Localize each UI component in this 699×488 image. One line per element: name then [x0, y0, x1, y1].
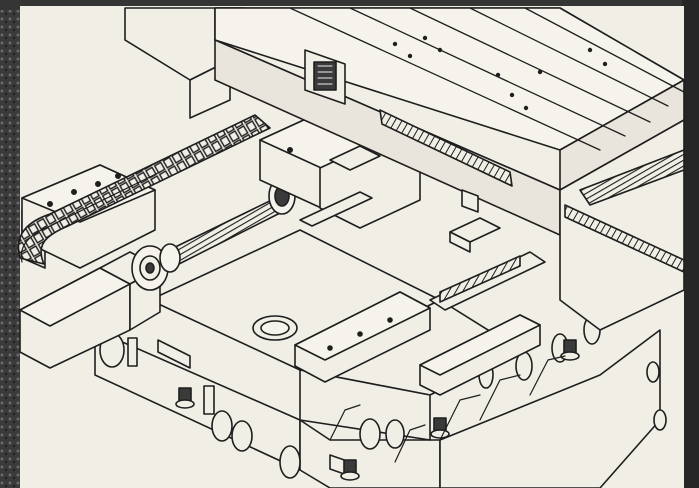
gear-rack [379, 109, 513, 187]
servo-motor [19, 245, 169, 369]
coolant-port [252, 315, 298, 341]
cable-carrier-chain [17, 114, 271, 265]
connector-box [304, 49, 346, 105]
base-ribs [329, 355, 566, 463]
y-axis-ball-screw [564, 149, 685, 273]
linear-guide-rail-center [299, 191, 546, 311]
front-rail-blocks [294, 291, 541, 396]
worktable [214, 7, 685, 191]
table-bolt-holes [392, 35, 608, 111]
limit-switch-blocks [449, 189, 501, 253]
